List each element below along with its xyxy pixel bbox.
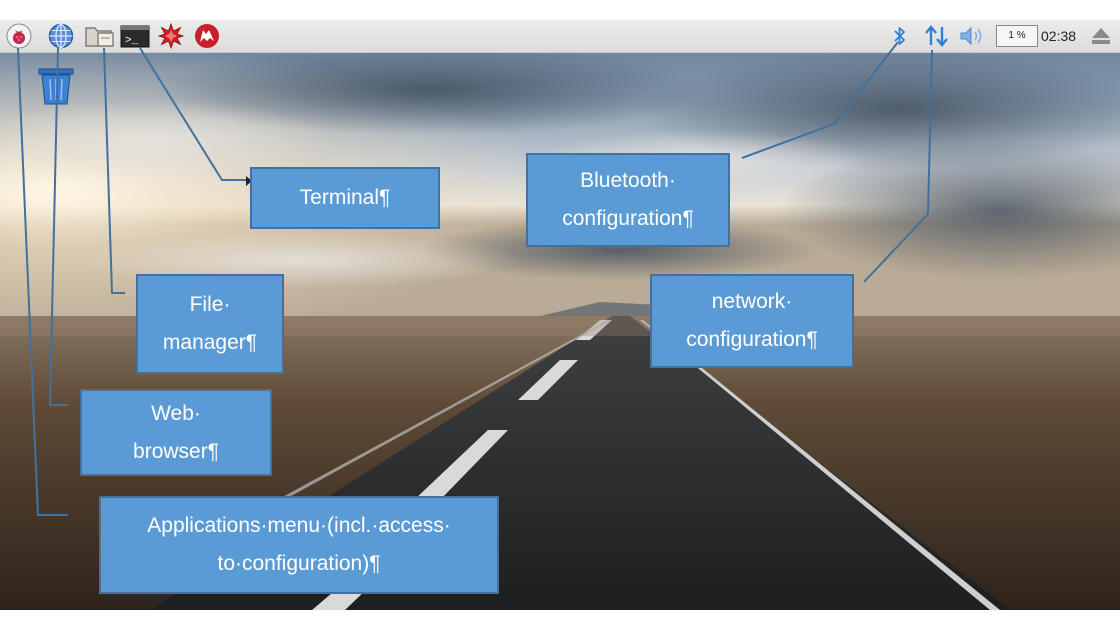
cpu-usage-monitor[interactable]: 1 % <box>996 25 1038 47</box>
terminal-icon[interactable]: >_ <box>120 23 150 49</box>
callout-web-browser-line1: Web· <box>151 401 201 425</box>
callout-bluetooth: Bluetooth· configuration¶ <box>526 153 730 247</box>
wolfram-icon[interactable] <box>194 23 220 49</box>
callout-terminal-line1: Terminal¶ <box>299 186 391 209</box>
clock[interactable]: 02:38 <box>1041 28 1077 44</box>
callout-applications-menu-line2: to·configuration)¶ <box>217 552 381 575</box>
eject-icon[interactable] <box>1090 23 1112 49</box>
bluetooth-icon[interactable] <box>890 23 910 49</box>
web-browser-icon[interactable] <box>48 23 74 49</box>
callout-network: network· configuration¶ <box>650 274 854 368</box>
callout-file-manager-line1: File· <box>189 293 231 316</box>
callout-network-line2: configuration¶ <box>686 328 818 351</box>
callout-web-browser-line2: browser¶ <box>133 439 219 463</box>
taskbar: >_ <box>0 20 1120 53</box>
trash-icon[interactable] <box>36 66 76 106</box>
callout-terminal: Terminal¶ <box>250 167 440 229</box>
callout-applications-menu-line1: Applications·menu·(incl.·access· <box>147 514 451 537</box>
callout-file-manager-line2: manager¶ <box>162 331 258 354</box>
callout-file-manager: File· manager¶ <box>136 274 284 374</box>
volume-icon[interactable] <box>958 23 988 49</box>
mathematica-icon[interactable] <box>157 22 185 50</box>
callout-bluetooth-line2: configuration¶ <box>562 207 694 230</box>
callout-bluetooth-line1: Bluetooth· <box>580 169 676 192</box>
callout-applications-menu: Applications·menu·(incl.·access· to·conf… <box>99 496 499 594</box>
file-manager-icon[interactable] <box>84 23 116 49</box>
applications-menu-icon[interactable] <box>6 23 32 49</box>
network-icon[interactable] <box>923 23 951 49</box>
callout-network-line1: network· <box>711 290 793 313</box>
callout-web-browser: Web· browser¶ <box>80 389 272 476</box>
svg-text:>_: >_ <box>125 35 139 47</box>
